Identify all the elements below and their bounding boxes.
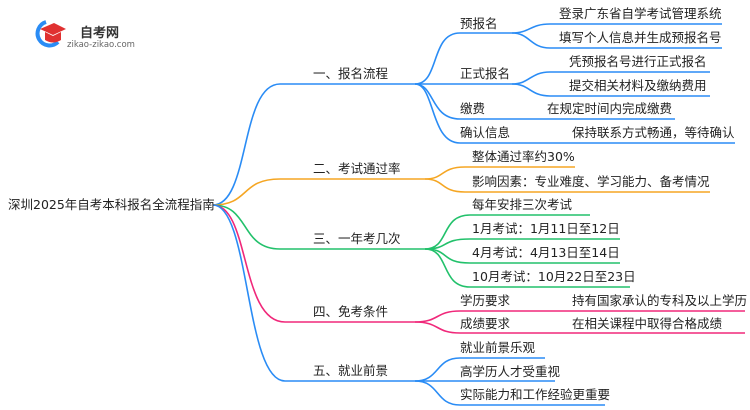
leaf: 1月考试：1月11日至12日 <box>472 221 620 236</box>
leaf: 整体通过率约30% <box>472 149 575 164</box>
leaf: 影响因素：专业难度、学习能力、备考情况 <box>472 174 710 189</box>
section-4-label: 四、免考条件 <box>313 304 389 319</box>
branch-1-lines <box>212 23 735 206</box>
branch-2-lines <box>212 166 710 206</box>
leaf: 凭预报名号进行正式报名 <box>569 54 707 69</box>
section-2-label: 二、考试通过率 <box>313 161 401 176</box>
leaf: 持有国家承认的专科及以上学历 <box>572 293 748 308</box>
leaf: 保持联系方式畅通，等待确认 <box>572 125 735 140</box>
node-payment: 缴费 <box>460 101 486 116</box>
node-score-req: 成绩要求 <box>460 316 511 331</box>
node-education-req: 学历要求 <box>460 293 511 308</box>
leaf: 在规定时间内完成缴费 <box>547 101 673 116</box>
leaf: 高学历人才受重视 <box>460 364 561 379</box>
logo-url: zikao-zikao.com <box>67 40 135 50</box>
node-pre-registration: 预报名 <box>460 16 498 31</box>
leaf: 实际能力和工作经验更重要 <box>460 387 611 402</box>
leaf: 每年安排三次考试 <box>472 197 573 212</box>
leaf: 在相关课程中取得合格成绩 <box>572 316 723 331</box>
leaf: 登录广东省自学考试管理系统 <box>559 6 722 21</box>
branch-4-lines <box>212 204 745 334</box>
leaf: 填写个人信息并生成预报名号 <box>559 30 722 45</box>
node-confirm: 确认信息 <box>460 125 511 140</box>
root-node: 深圳2025年自考本科报名全流程指南 <box>8 197 215 212</box>
logo-icon <box>32 18 68 52</box>
leaf: 10月考试：10月22日至23日 <box>472 269 636 284</box>
section-1-label: 一、报名流程 <box>313 66 389 81</box>
branch-3-lines <box>212 204 630 288</box>
leaf: 就业前景乐观 <box>460 340 536 355</box>
branch-5-lines <box>212 204 605 406</box>
node-formal-registration: 正式报名 <box>460 66 511 81</box>
section-3-label: 三、一年考几次 <box>313 231 401 246</box>
section-5-label: 五、就业前景 <box>313 363 389 378</box>
leaf: 提交相关材料及缴纳费用 <box>569 78 707 93</box>
leaf: 4月考试：4月13日至14日 <box>472 245 620 260</box>
logo-title: 自考网 <box>80 26 120 41</box>
